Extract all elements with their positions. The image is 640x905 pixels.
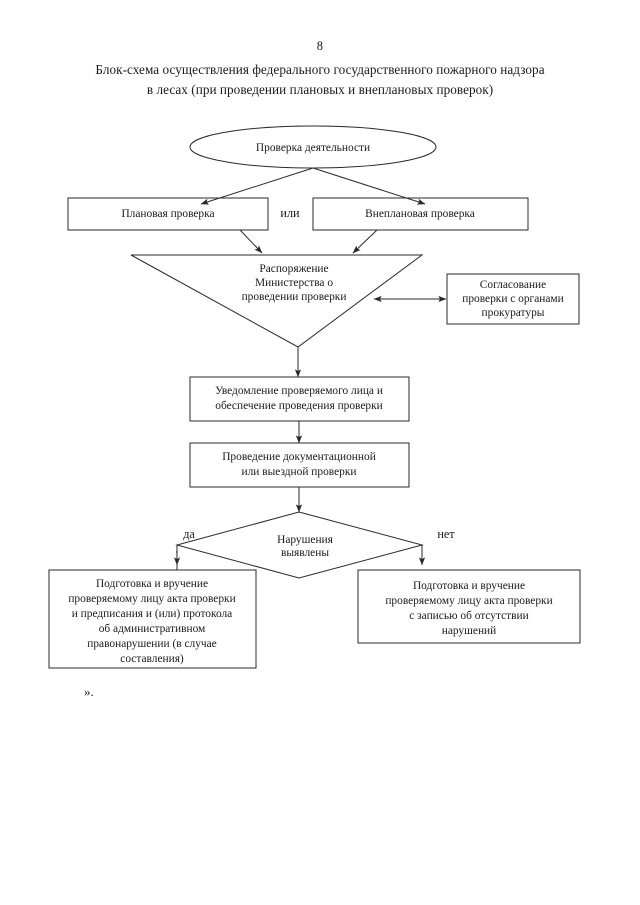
connector-unplanned-to-order [352,229,378,254]
page-title: Блок-схема осуществления федерального го… [52,60,588,100]
prosecutor-approval-shape [446,273,580,325]
outcome-violations-shape [48,569,257,669]
page-number: 8 [316,39,324,53]
connector-start-to-planned [200,167,314,205]
outcome-violations-line-5: правонарушении (в случае [87,638,217,650]
planned-inspection-label: Плановая проверка [121,208,214,220]
ministry-order-line-3: проведении проверки [242,291,347,303]
decision-label-no: нет [437,527,455,541]
planned-inspection-shape [67,197,269,231]
page-title-line-1: Блок-схема осуществления федерального го… [95,62,545,77]
unplanned-inspection-shape [312,197,529,231]
ministry-order-shape [130,254,424,348]
prosecutor-approval-line-3: прокуратуры [482,307,545,319]
decision-label-yes: да [183,527,195,541]
decision-line-1: Нарушения [277,534,334,546]
outcome-violations-line-4: об административном [99,623,206,635]
outcome-violations-line-2: проверяемому лицу акта проверки [68,593,235,605]
outcome-no-violations-line-4: нарушений [442,625,497,637]
outcome-no-violations-line-3: с записью об отсутствии [409,610,528,622]
ministry-order-line-2: Министерства о [255,277,333,289]
outcome-violations-line-3: и предписания и (или) протокола [72,608,233,620]
decision-line-2: выявлены [281,547,329,559]
outcome-no-violations-line-1: Подготовка и вручение [413,580,525,592]
unplanned-inspection-label: Внеплановая проверка [365,208,475,220]
branch-joiner-label: или [280,206,300,220]
closing-quote-mark: ». [84,684,94,699]
decision-shape [175,511,424,579]
notification-line-1: Уведомление проверяемого лица и [215,385,383,397]
inspection-line-2: или выездной проверки [242,466,357,478]
outcome-violations-line-6: составления) [120,653,184,665]
prosecutor-approval-line-1: Согласование [480,279,546,291]
start-node-label: Проверка деятельности [256,142,370,154]
notification-shape [189,376,410,422]
inspection-line-1: Проведение документационной [222,451,376,463]
connector-start-to-unplanned [312,167,426,205]
notification-line-2: обеспечение проведения проверки [215,400,383,412]
prosecutor-approval-line-2: проверки с органами [462,293,564,305]
connector-planned-to-order [239,229,263,254]
inspection-shape [189,442,410,488]
outcome-violations-line-1: Подготовка и вручение [96,578,208,590]
ministry-order-line-1: Распоряжение [259,263,328,275]
outcome-no-violations-line-2: проверяемому лицу акта проверки [385,595,552,607]
outcome-no-violations-shape [357,569,581,644]
page-title-line-2: в лесах (при проведении плановых и внепл… [146,82,494,97]
